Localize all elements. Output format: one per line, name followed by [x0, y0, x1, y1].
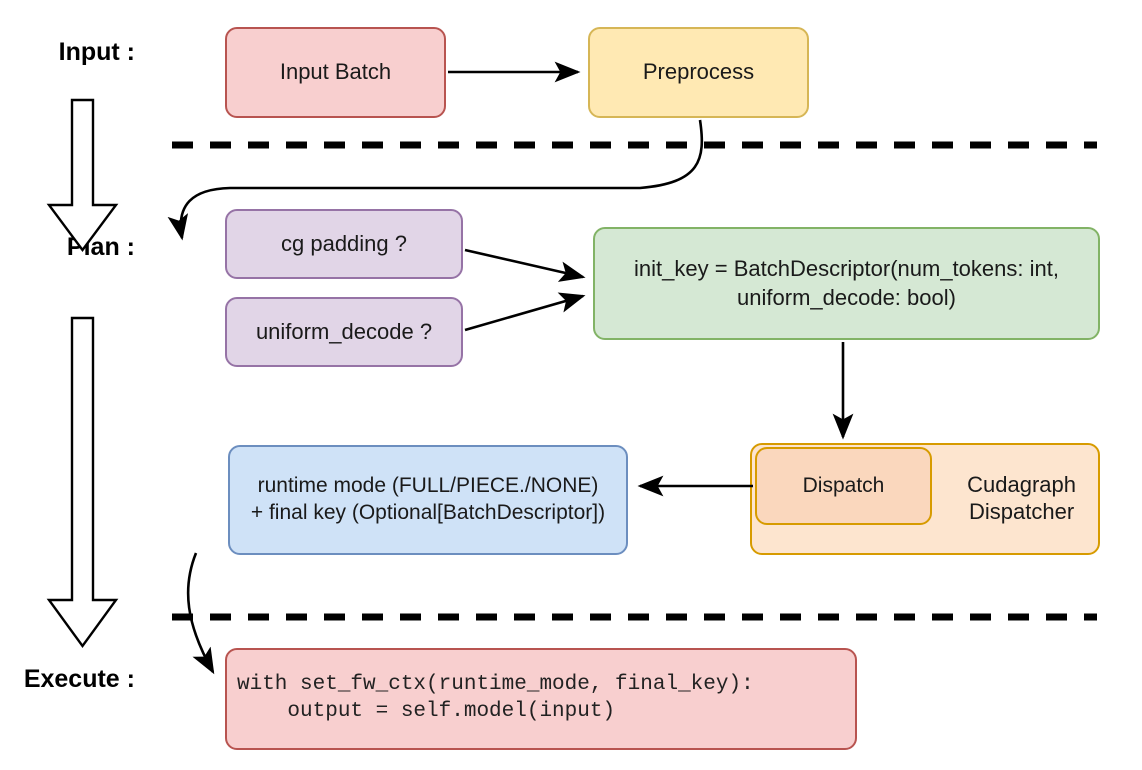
node-execute-code-line1: with set_fw_ctx(runtime_mode, final_key)… [237, 673, 754, 697]
node-preprocess[interactable]: Preprocess [588, 27, 809, 118]
node-input-batch[interactable]: Input Batch [225, 27, 446, 118]
node-uniform-decode[interactable]: uniform_decode ? [225, 297, 463, 367]
node-runtime-mode-line2: + final key (Optional[BatchDescriptor]) [250, 501, 606, 524]
node-cg-padding[interactable]: cg padding ? [225, 209, 463, 279]
stage-label-input: Input : [58, 38, 135, 66]
edge-cg-padding-to-init-key [464, 248, 586, 282]
node-init-key[interactable]: init_key = BatchDescriptor(num_tokens: i… [593, 227, 1100, 340]
node-dispatch[interactable]: Dispatch [755, 447, 932, 525]
node-execute-code[interactable]: with set_fw_ctx(runtime_mode, final_key)… [225, 648, 857, 750]
stage-label-execute: Execute : [23, 665, 135, 693]
node-runtime-mode[interactable]: runtime mode (FULL/PIECE./NONE) + final … [228, 445, 628, 555]
flow-arrow-plan-to-execute [46, 316, 119, 649]
flow-arrow-input-to-plan [46, 98, 119, 253]
node-execute-code-line2: output = self.model(input) [237, 700, 616, 723]
edge-runtime-mode-to-execute-code [186, 552, 215, 675]
node-init-key-line2: uniform_decode: bool) [737, 284, 956, 310]
node-init-key-line1: init_key = BatchDescriptor(num_tokens: i… [634, 256, 1059, 282]
node-runtime-mode-line1: runtime mode (FULL/PIECE./NONE) [257, 474, 599, 498]
stage-label-plan: Plan : [66, 233, 135, 261]
edge-uniform-decode-to-init-key [464, 292, 586, 332]
